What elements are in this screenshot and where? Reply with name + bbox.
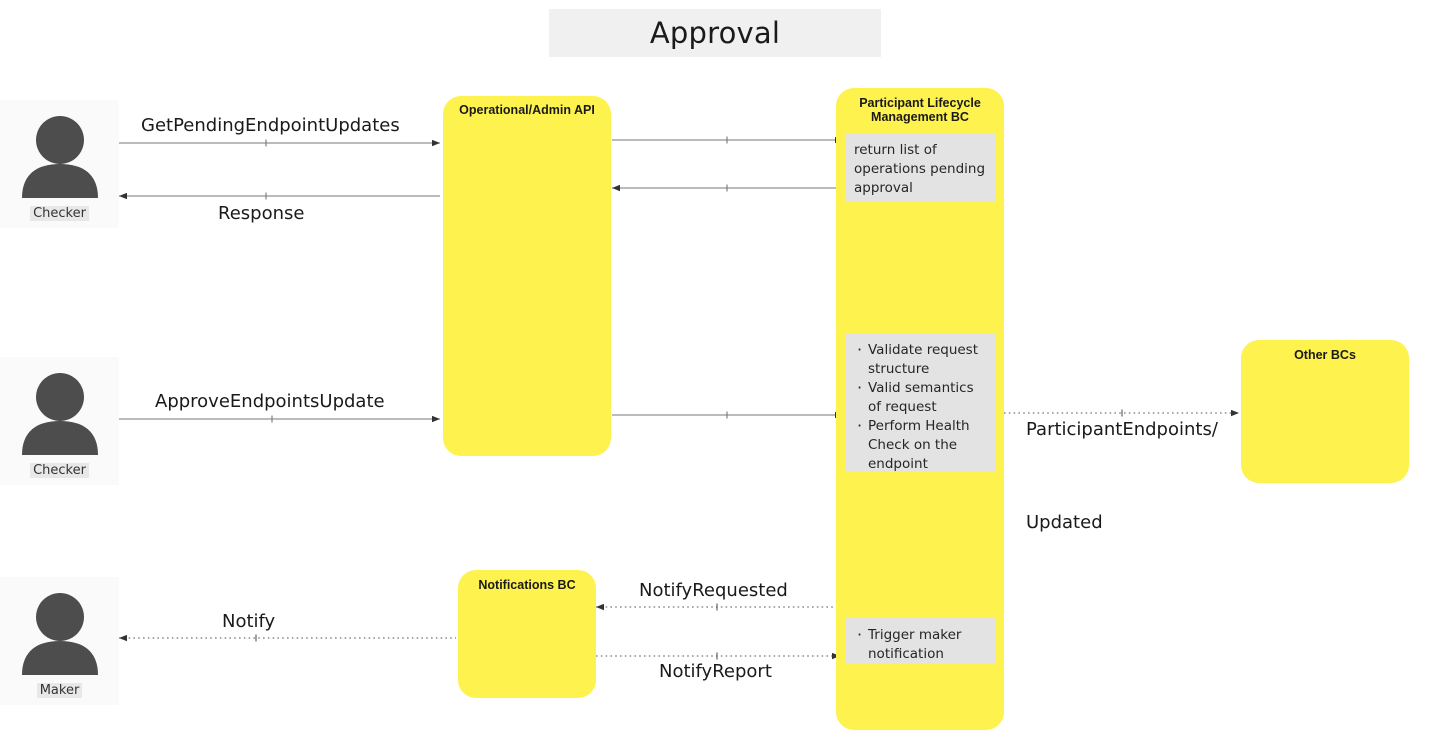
page-title-text: Approval <box>649 16 781 50</box>
lane-title-participant-lifecycle-management-bc: Participant Lifecycle Management BC <box>859 96 981 124</box>
note-trigger-maker-item: Trigger maker notification <box>854 625 986 664</box>
message-label-response: Response <box>218 203 305 224</box>
arrow-plm-to-api-response <box>612 184 843 192</box>
arrow-get-pending-endpoint-updates <box>119 139 440 147</box>
person-icon <box>17 591 103 679</box>
lane-other-bcs[interactable]: Other BCs <box>1241 340 1409 483</box>
message-label-notify-report: NotifyReport <box>659 661 772 682</box>
arrow-response <box>119 192 440 200</box>
person-icon <box>17 371 103 459</box>
actor-label: Checker <box>30 206 89 221</box>
message-label-notify-requested: NotifyRequested <box>639 580 788 601</box>
lane-title-other-bcs: Other BCs <box>1294 348 1356 362</box>
lane-operational-admin-api[interactable]: Operational/Admin API <box>443 96 611 456</box>
message-label-participant-endpoints-updated: ParticipantEndpoints/ Updated <box>1026 352 1218 600</box>
lane-title-notifications-bc: Notifications BC <box>478 578 576 592</box>
actor-label: Checker <box>30 463 89 478</box>
arrow-notify-report <box>596 652 840 660</box>
note-validation-item: Valid semantics of request <box>854 378 986 417</box>
person-icon <box>17 114 103 202</box>
page-title: Approval <box>549 9 881 57</box>
lane-title-operational-admin-api: Operational/Admin API <box>459 103 595 117</box>
message-label-notify: Notify <box>222 611 276 632</box>
message-label-approve-endpoints-update: ApproveEndpointsUpdate <box>155 391 385 412</box>
note-validations: Validate request structure Valid semanti… <box>845 333 995 472</box>
arrow-api-to-plm-request <box>612 136 843 144</box>
arrow-participant-endpoints-updated <box>1004 409 1239 417</box>
note-validation-item: Perform Health Check on the endpoint <box>854 416 986 474</box>
actor-checker-2[interactable]: Checker <box>0 357 119 485</box>
arrow-api-to-plm-approve <box>612 411 843 419</box>
actor-label: Maker <box>36 683 83 698</box>
lane-notifications-bc[interactable]: Notifications BC <box>458 570 596 698</box>
actor-checker-1[interactable]: Checker <box>0 100 119 228</box>
message-label-get-pending-endpoint-updates: GetPendingEndpointUpdates <box>141 115 400 136</box>
note-validation-item: Validate request structure <box>854 340 986 379</box>
message-label-line-2: Updated <box>1026 512 1103 533</box>
note-return-list: return list of operations pending approv… <box>845 133 995 202</box>
actor-maker[interactable]: Maker <box>0 577 119 705</box>
arrow-notify <box>119 634 456 642</box>
arrow-approve-endpoints-update <box>119 415 440 423</box>
arrow-notify-requested <box>596 603 840 611</box>
note-trigger-maker: Trigger maker notification <box>845 618 995 664</box>
note-return-list-text: return list of operations pending approv… <box>854 142 986 196</box>
message-label-line-1: ParticipantEndpoints/ <box>1026 419 1218 440</box>
